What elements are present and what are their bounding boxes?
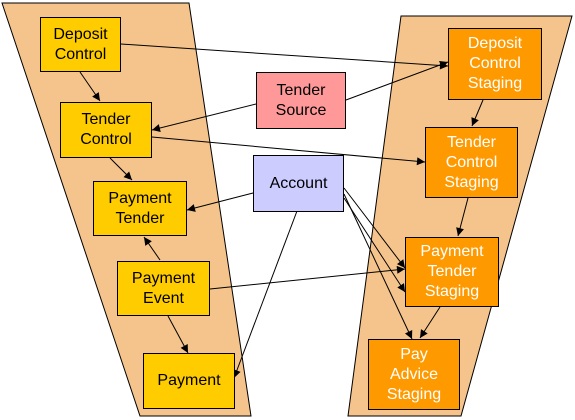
tender-control-label: Tender Control <box>80 111 132 148</box>
account-label: Account <box>269 174 328 192</box>
pay-advice-staging-box: Pay Advice Staging <box>368 339 460 410</box>
tender-source-label: Tender Source <box>275 81 327 119</box>
arrow-payment-event-to-payment <box>167 315 189 354</box>
arrow-tender-control-staging-to-payment-tender-staging <box>456 197 469 237</box>
arrow-account-to-pay-advice-staging <box>343 193 413 340</box>
arrow-payment-event-to-payment-tender-staging <box>209 265 406 290</box>
arrow-tender-control-to-tender-control-staging <box>151 136 426 166</box>
payment-tender-staging-box: Payment Tender Staging <box>405 237 499 307</box>
connectors <box>79 43 484 379</box>
arrow-deposit-control-to-deposit-control-staging <box>120 43 449 70</box>
right-band <box>347 15 573 417</box>
arrow-payment-event-to-payment-tender <box>143 236 161 261</box>
arrow-account-to-payment-tender <box>186 192 254 212</box>
payment-box: Payment <box>143 353 235 409</box>
arrow-tender-source-to-tender-control <box>151 103 257 132</box>
payment-event-label: Payment Event <box>131 269 196 307</box>
tender-control-box: Tender Control <box>60 102 152 158</box>
arrow-account-to-payment-tender-staging-lower <box>343 197 406 293</box>
account-box: Account <box>253 155 344 212</box>
payment-event-box: Payment Event <box>117 261 210 316</box>
arrow-account-to-payment-tender-staging-upper <box>343 187 406 269</box>
deposit-control-staging-box: Deposit Control Staging <box>448 28 542 100</box>
tender-control-staging-label: Tender Control Staging <box>444 133 499 191</box>
tender-control-staging-box: Tender Control Staging <box>425 127 518 198</box>
payment-tender-label: Payment Tender <box>108 189 172 227</box>
arrow-tender-source-to-deposit-control-staging <box>345 61 449 101</box>
arrow-tender-control-to-payment-tender <box>109 157 133 181</box>
pay-advice-staging-label: Pay Advice Staging <box>386 345 442 403</box>
payment-tender-box: Payment Tender <box>93 181 187 236</box>
tender-source-box: Tender Source <box>256 72 346 129</box>
deposit-control-staging-label: Deposit Control Staging <box>467 35 523 92</box>
arrow-account-to-payment <box>233 210 298 379</box>
deposit-control-box: Deposit Control <box>40 17 121 72</box>
arrow-deposit-control-to-tender-control <box>79 71 101 102</box>
arrow-payment-tender-staging-to-pay-advice-staging <box>419 306 441 339</box>
arrow-deposit-control-staging-to-tender-control-staging <box>471 99 484 127</box>
deposit-control-label: Deposit Control <box>53 25 108 63</box>
payment-tender-staging-label: Payment Tender Staging <box>420 243 484 300</box>
payment-label: Payment <box>157 372 221 389</box>
